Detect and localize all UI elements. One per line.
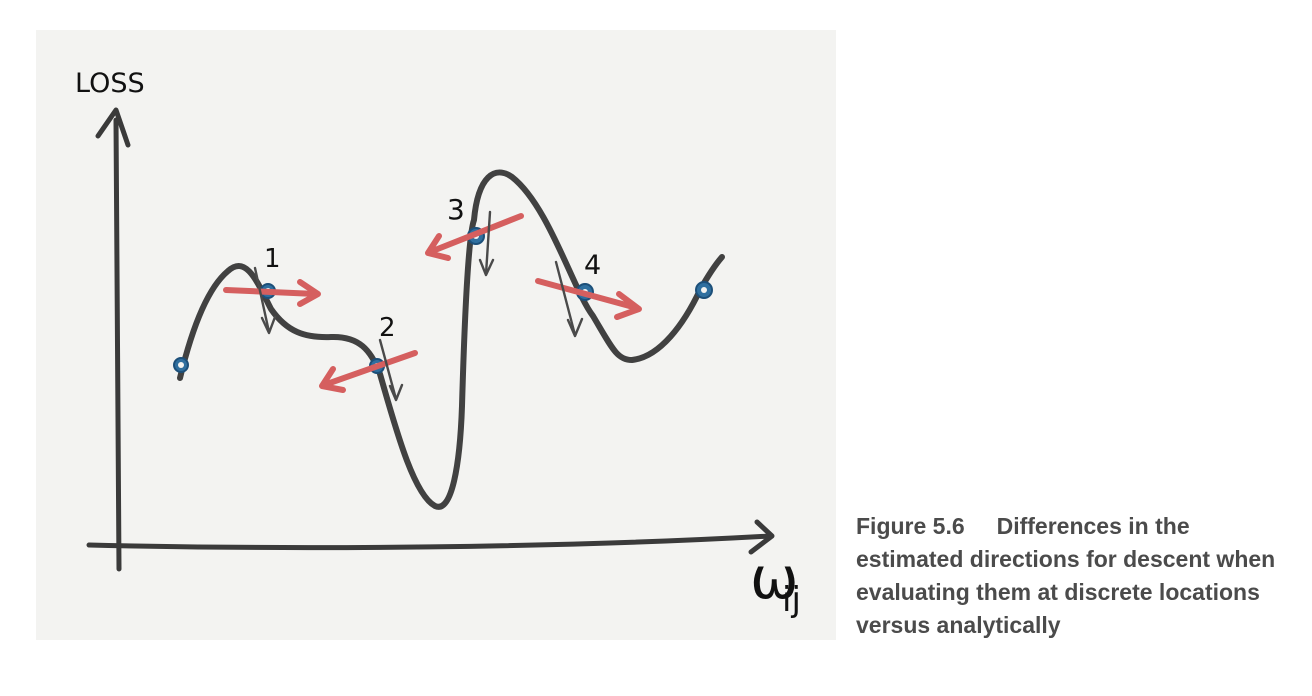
point-label-3: 3: [447, 193, 465, 226]
point-labels: 1 2 3 4: [264, 193, 601, 343]
figure-caption-title: Figure 5.6: [856, 513, 965, 539]
figure-caption: Figure 5.6 Differences in the estimated …: [856, 510, 1296, 642]
point-label-2: 2: [379, 313, 396, 343]
point-4-analytic-arrow: [554, 260, 584, 338]
point-3-discrete-arrow: [425, 213, 524, 261]
y-axis: [95, 107, 131, 572]
analytic-direction-arrows: [253, 210, 584, 402]
point-label-4: 4: [584, 250, 601, 281]
point-label-1: 1: [264, 244, 281, 274]
x-axis: [86, 519, 775, 555]
point-4-discrete-arrow: [535, 278, 642, 320]
x-axis-label-symbol: ω: [750, 544, 799, 612]
x-axis-line: [86, 533, 773, 551]
y-axis-arrowhead: [95, 107, 131, 148]
start-point-marker: [173, 357, 189, 373]
loss-curve: [177, 169, 725, 510]
end-point-marker: [695, 281, 713, 299]
discrete-direction-arrows: [223, 213, 642, 393]
x-axis-arrowhead: [748, 519, 775, 555]
point-3-analytic-arrow: [478, 210, 495, 277]
point-2-analytic-arrow: [378, 338, 404, 402]
point-2-discrete-arrow: [319, 350, 418, 393]
y-axis-line: [113, 117, 122, 572]
point-1-discrete-arrow: [223, 279, 321, 307]
point-1-analytic-arrow: [253, 266, 277, 335]
x-axis-label-subscript: ij: [782, 580, 801, 620]
figure-caption-text: Differences in the estimated directions …: [856, 513, 1276, 638]
y-axis-label: LOSS: [75, 68, 145, 99]
x-axis-label: ω ij: [750, 544, 801, 620]
